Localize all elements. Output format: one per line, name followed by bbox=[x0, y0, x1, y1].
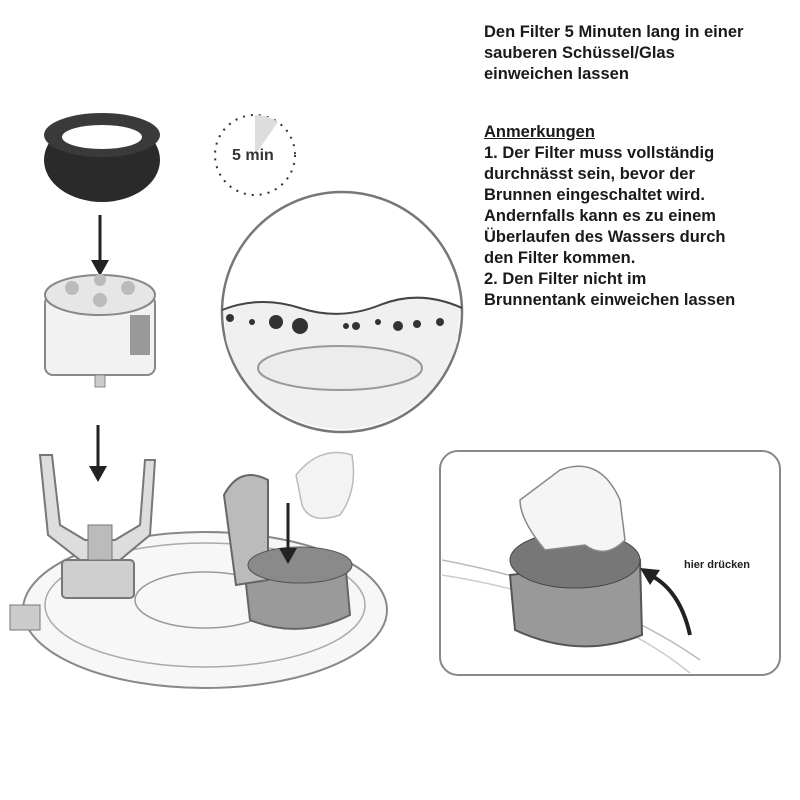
note-line: 2. Den Filter nicht im bbox=[484, 270, 647, 288]
arrow-down-icon bbox=[91, 215, 109, 276]
arrow-down-icon bbox=[279, 503, 297, 564]
instruction-line: sauberen Schüssel/Glas bbox=[484, 44, 675, 62]
arrow-down-icon bbox=[89, 425, 107, 482]
note-line: Brunnentank einweichen lassen bbox=[484, 291, 736, 309]
soaking-bowl bbox=[220, 190, 464, 434]
press-here-label: hier drücken bbox=[684, 559, 751, 571]
note-line: durchnässt sein, bevor der bbox=[484, 165, 695, 183]
note-line: 1. Der Filter muss vollständig bbox=[484, 144, 715, 162]
filter-cartridge bbox=[44, 274, 156, 388]
timer-label: 5 min bbox=[232, 147, 274, 164]
foam-filter-ring bbox=[44, 113, 160, 202]
instruction-line: einweichen lassen bbox=[484, 65, 629, 83]
notes-heading: Anmerkungen bbox=[484, 123, 595, 141]
fountain-base bbox=[9, 451, 388, 689]
timer-icon bbox=[214, 114, 296, 196]
note-line: den Filter kommen. bbox=[484, 249, 636, 267]
notes-section: Anmerkungen 1. Der Filter muss vollständ… bbox=[484, 122, 794, 311]
note-line: Überlaufen des Wassers durch bbox=[484, 228, 726, 246]
instruction-line: Den Filter 5 Minuten lang in einer bbox=[484, 23, 744, 41]
note-line: Andernfalls kann es zu einem bbox=[484, 207, 716, 225]
note-line: Brunnen eingeschaltet wird. bbox=[484, 186, 705, 204]
detail-panel bbox=[439, 450, 781, 676]
soak-instruction: Den Filter 5 Minuten lang in einer saube… bbox=[484, 22, 794, 85]
